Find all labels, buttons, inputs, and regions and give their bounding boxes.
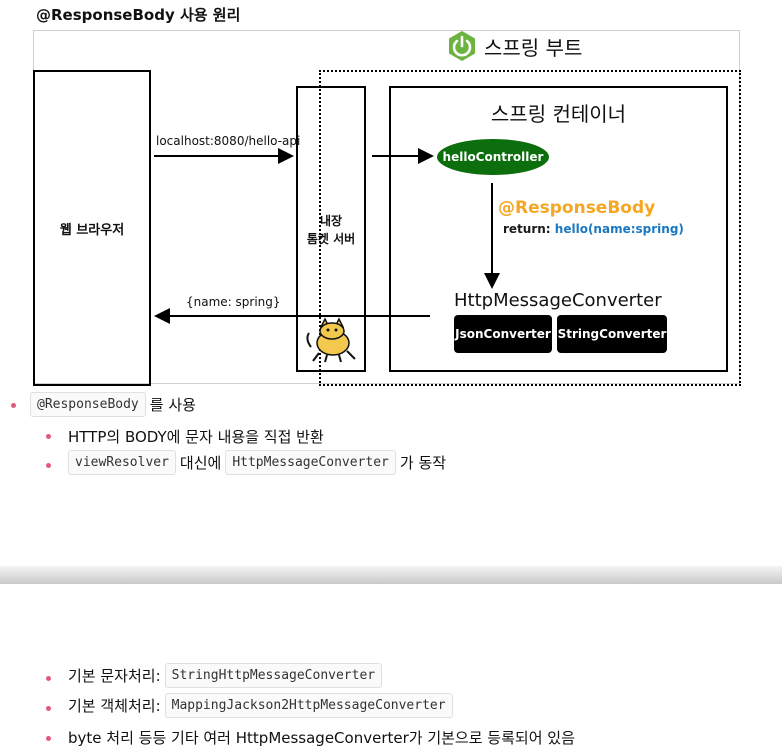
bullet-dot [46,434,51,439]
web-browser-label: 웹 브라우저 [59,222,125,238]
code-httpmessageconverter: HttpMessageConverter [225,450,396,475]
spring-boot-power-icon [449,31,475,61]
hello-controller-node: helloController [437,139,549,175]
code-mapping-jackson-converter: MappingJackson2HttpMessageConverter [164,693,453,718]
web-browser-box: 웹 브라우저 [33,70,151,386]
bullet-dot [46,706,51,711]
note-text: 기본 객체처리: [68,697,161,715]
note-text: 가 동작 [399,454,447,472]
spring-boot-label: 스프링 부트 [484,35,583,60]
bullet-dot [46,676,51,681]
tomcat-server-label: 내장 톰켓 서버 [306,214,356,246]
code-string-http-message-converter: StringHttpMessageConverter [164,663,383,688]
diagram-arrows [154,148,500,324]
response-body-label: {name: spring} [186,295,281,309]
code-viewresolver: viewResolver [68,450,176,475]
section-divider [0,566,782,584]
json-converter-box: JsonConverter [454,315,552,353]
request-url-label: localhost:8080/hello-api [156,134,301,148]
note-text: 를 사용 [149,396,196,414]
note-text: HTTP의 BODY에 문자 내용을 직접 반환 [68,428,324,446]
string-converter-label: StringConverter [557,327,667,341]
tomcat-cat-icon [306,317,356,363]
note-text: byte 처리 등등 기타 여러 HttpMessageConverter가 기… [68,729,575,747]
spring-boot-header: 스프링 부트 [446,30,582,62]
page-title: @ResponseBody 사용 원리 [36,6,241,24]
http-message-converter-label: HttpMessageConverter [454,290,662,311]
return-statement: return: hello(name:spring) [503,222,684,236]
code-responsebody: @ResponseBody [30,392,146,417]
note-text: 기본 문자처리: [68,667,161,685]
spring-boot-boundary [319,70,741,386]
note-viewresolver: viewResolver 대신에 HttpMessageConverter 가 … [68,450,446,475]
bullet-dot [46,736,51,741]
hello-controller-label: helloController [442,150,544,164]
note-jackson-converter: 기본 객체처리: MappingJackson2HttpMessageConve… [68,693,453,718]
note-http-body: HTTP의 BODY에 문자 내용을 직접 반환 [68,426,324,447]
note-text: 대신에 [179,454,222,472]
responsebody-annotation-label: @ResponseBody [498,198,656,218]
string-converter-box: StringConverter [557,315,667,353]
note-string-converter: 기본 문자처리: StringHttpMessageConverter [68,663,383,688]
return-prefix: return: [503,222,551,236]
note-responsebody: @ResponseBody 를 사용 [30,392,196,417]
json-converter-label: JsonConverter [455,327,551,341]
return-code: hello(name:spring) [554,222,684,236]
bullet-dot [46,463,51,468]
tomcat-server-box [296,86,366,372]
note-byte-converter: byte 처리 등등 기타 여러 HttpMessageConverter가 기… [68,727,575,748]
bullet-dot [11,403,16,408]
spring-container-label: 스프링 컨테이너 [490,102,627,126]
